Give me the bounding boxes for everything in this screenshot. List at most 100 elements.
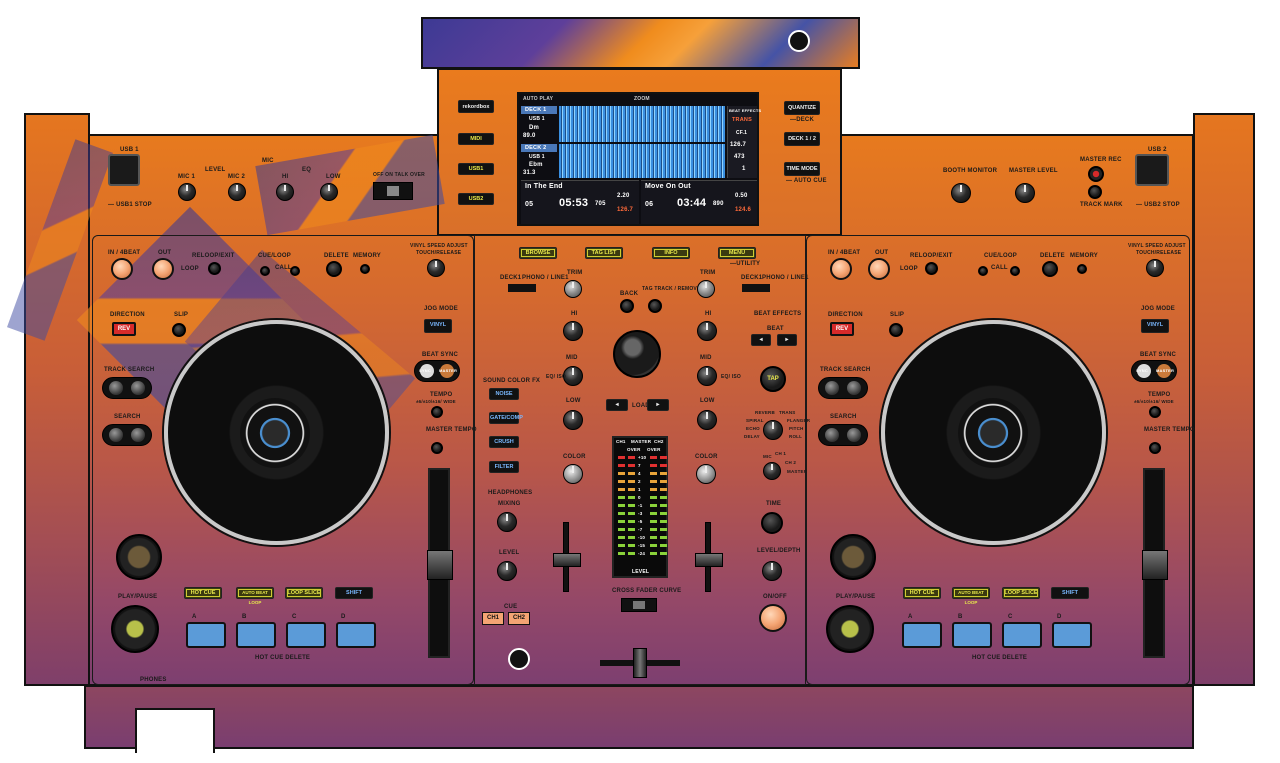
l-pad-c[interactable] <box>286 622 326 648</box>
l-call-next-button[interactable] <box>290 266 300 276</box>
track-mark-button[interactable] <box>1088 185 1102 199</box>
info-button[interactable]: INFO <box>652 247 690 259</box>
l-hi-knob[interactable] <box>563 321 583 341</box>
l-low-knob[interactable] <box>563 410 583 430</box>
l-vinyl-speed-knob[interactable] <box>427 259 445 277</box>
deck-1-2-button[interactable]: DECK 1 / 2 <box>784 132 820 146</box>
l-cue-button[interactable] <box>116 534 162 580</box>
l-shift-button[interactable]: SHIFT <box>335 587 373 599</box>
master-level-knob[interactable] <box>1015 183 1035 203</box>
fx-type-knob[interactable] <box>763 420 783 440</box>
fx-channel-knob[interactable] <box>763 462 781 480</box>
l-play-pause-button[interactable] <box>111 605 159 653</box>
l-pad-b[interactable] <box>236 622 276 648</box>
l-master-tempo-button[interactable] <box>431 442 443 454</box>
fx-on-off-button[interactable] <box>759 604 787 632</box>
r-play-pause-button[interactable] <box>826 605 874 653</box>
menu-button[interactable]: MENU <box>718 247 756 259</box>
r-slip-button[interactable] <box>889 323 903 337</box>
r-master-tempo-button[interactable] <box>1149 442 1161 454</box>
tag-track-button[interactable] <box>648 299 662 313</box>
l-loop-slice-mode-button[interactable]: LOOP SLICE <box>285 587 323 599</box>
r-pad-a[interactable] <box>902 622 942 648</box>
time-mode-button[interactable]: TIME MODE <box>784 162 820 176</box>
noise-button[interactable]: NOISE <box>489 388 519 400</box>
crush-button[interactable]: CRUSH <box>489 436 519 448</box>
r-tempo-range-button[interactable] <box>1149 406 1161 418</box>
r-low-knob[interactable] <box>697 410 717 430</box>
r-track-search-buttons[interactable] <box>818 377 868 399</box>
r-call-prev-button[interactable] <box>978 266 988 276</box>
l-tempo-range-button[interactable] <box>431 406 443 418</box>
l-loop-in-button[interactable] <box>111 258 133 280</box>
cue-ch2-button[interactable]: CH2 <box>508 612 530 625</box>
r-auto-beat-loop-mode-button[interactable]: AUTO BEAT LOOP <box>952 587 990 605</box>
source-usb2-button[interactable]: USB2 <box>458 193 494 205</box>
r-shift-button[interactable]: SHIFT <box>1051 587 1089 599</box>
usb2-port[interactable] <box>1135 154 1169 186</box>
r-loop-out-button[interactable] <box>868 258 890 280</box>
l-delete-button[interactable] <box>326 261 342 277</box>
r-hi-knob[interactable] <box>697 321 717 341</box>
r-trim-knob[interactable] <box>697 280 715 298</box>
l-pad-d[interactable] <box>336 622 376 648</box>
r-mid-knob[interactable] <box>697 366 717 386</box>
crossfader-curve-switch[interactable] <box>621 598 657 612</box>
r-channel-fader-cap[interactable] <box>695 553 723 567</box>
l-memory-button[interactable] <box>360 264 370 274</box>
r-search-buttons[interactable] <box>818 424 868 446</box>
r-jog-wheel[interactable] <box>881 320 1106 545</box>
source-rekordbox-button[interactable]: rekordbox <box>458 100 494 113</box>
tag-list-button[interactable]: TAG LIST <box>585 247 623 259</box>
mic-hi-knob[interactable] <box>276 183 294 201</box>
rotary-selector[interactable] <box>613 330 661 378</box>
l-pad-a[interactable] <box>186 622 226 648</box>
back-button[interactable] <box>620 299 634 313</box>
l-beat-sync-buttons[interactable] <box>414 360 460 382</box>
r-pad-c[interactable] <box>1002 622 1042 648</box>
l-slip-button[interactable] <box>172 323 186 337</box>
r-cue-button[interactable] <box>830 534 876 580</box>
r-tempo-fader-cap[interactable] <box>1142 550 1168 580</box>
l-channel-fader-cap[interactable] <box>553 553 581 567</box>
mic-low-knob[interactable] <box>320 183 338 201</box>
l-vinyl-button[interactable]: VINYL <box>424 319 452 333</box>
l-channel-fader[interactable] <box>553 522 581 592</box>
browse-button[interactable]: BROWSE <box>519 247 557 259</box>
l-loop-out-button[interactable] <box>152 258 174 280</box>
crossfader-cap[interactable] <box>633 648 647 678</box>
l-track-search-buttons[interactable] <box>102 377 152 399</box>
r-rev-button[interactable]: REV <box>830 322 854 336</box>
l-hot-cue-mode-button[interactable]: HOT CUE <box>184 587 222 599</box>
r-pad-b[interactable] <box>952 622 992 648</box>
beat-left-button[interactable]: ◄ <box>751 334 771 346</box>
mic1-level-knob[interactable] <box>178 183 196 201</box>
r-loop-slice-mode-button[interactable]: LOOP SLICE <box>1002 587 1040 599</box>
r-pad-d[interactable] <box>1052 622 1092 648</box>
r-input-switch[interactable] <box>742 284 770 292</box>
cue-ch1-button[interactable]: CH1 <box>482 612 504 625</box>
tap-button[interactable]: TAP <box>760 366 786 392</box>
l-search-buttons[interactable] <box>102 424 152 446</box>
r-vinyl-button[interactable]: VINYL <box>1141 319 1169 333</box>
time-knob[interactable] <box>761 512 783 534</box>
load-right-button[interactable]: ► <box>647 399 669 411</box>
fx-level-depth-knob[interactable] <box>762 561 782 581</box>
r-color-knob[interactable] <box>696 464 716 484</box>
l-trim-knob[interactable] <box>564 280 582 298</box>
master-rec-button[interactable] <box>1088 166 1104 182</box>
mic2-level-knob[interactable] <box>228 183 246 201</box>
r-vinyl-speed-knob[interactable] <box>1146 259 1164 277</box>
l-color-knob[interactable] <box>563 464 583 484</box>
usb1-port[interactable] <box>108 154 140 186</box>
l-input-switch[interactable] <box>508 284 536 292</box>
l-rev-button[interactable]: REV <box>112 322 136 336</box>
r-hot-cue-mode-button[interactable]: HOT CUE <box>903 587 941 599</box>
booth-monitor-knob[interactable] <box>951 183 971 203</box>
r-loop-in-button[interactable] <box>830 258 852 280</box>
l-auto-beat-loop-mode-button[interactable]: AUTO BEAT LOOP <box>236 587 274 605</box>
l-tempo-fader-cap[interactable] <box>427 550 453 580</box>
hp-level-knob[interactable] <box>497 561 517 581</box>
r-tempo-fader[interactable] <box>1142 468 1168 658</box>
l-call-prev-button[interactable] <box>260 266 270 276</box>
